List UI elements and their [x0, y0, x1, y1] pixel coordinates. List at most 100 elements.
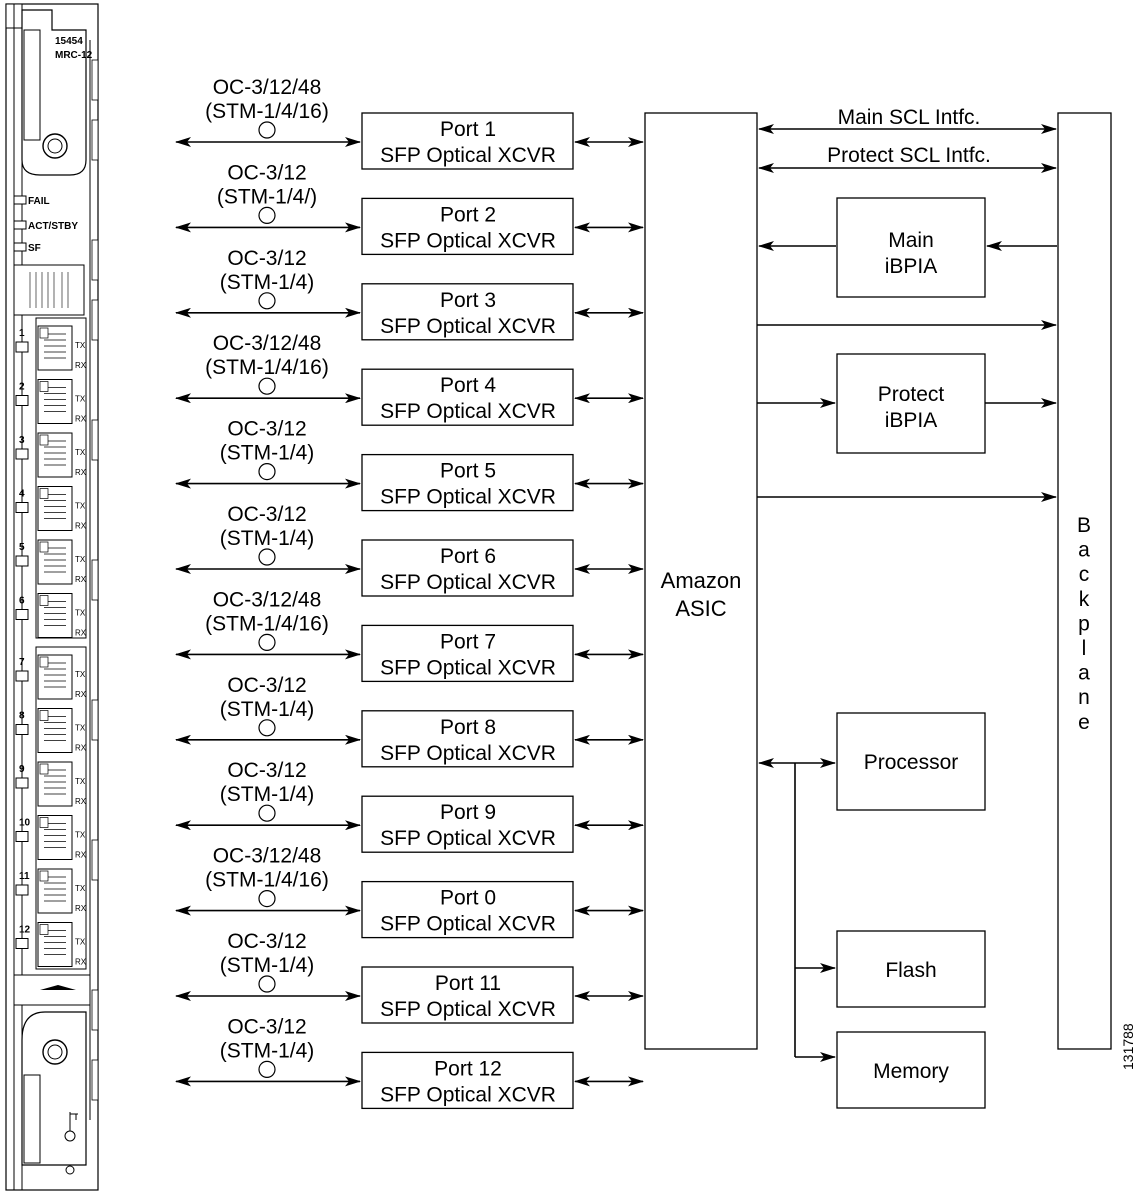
fiber-connector-icon [258, 463, 276, 481]
fiber-connector-icon [258, 292, 276, 310]
port-rate-label: OC-3/12/48 [213, 845, 322, 868]
port-name: Port 7 [440, 630, 496, 653]
led-act-stby: ACT/STBY [13, 220, 78, 232]
rx-label: RX [75, 690, 87, 699]
port-rate-label: OC-3/12 [227, 247, 306, 270]
svg-text:FAIL: FAIL [28, 196, 50, 207]
xcvr-label: SFP Optical XCVR [380, 1083, 556, 1106]
port-rate-label: OC-3/12/48 [213, 588, 322, 611]
port-led [15, 341, 29, 353]
flash-box [836, 930, 986, 1008]
port-name: Port 1 [440, 118, 496, 141]
port-rate-label: OC-3/12/48 [213, 332, 322, 355]
card-model-line2: MRC-12 [55, 50, 93, 61]
port-rate-label: OC-3/12 [227, 503, 306, 526]
key-icon [64, 1112, 78, 1142]
backplane-box [1057, 112, 1112, 1050]
protect-scl-label: Protect SCL Intfc. [827, 144, 991, 167]
tx-label: TX [75, 938, 86, 947]
port-led [15, 831, 29, 842]
rx-label: RX [75, 797, 87, 806]
figure-number: 131788 [1120, 1023, 1136, 1070]
main-ibpia-box [836, 197, 986, 298]
card-port-number: 5 [19, 542, 25, 553]
backplane-letter: c [1079, 563, 1090, 586]
port-stm-label: (STM-1/4) [220, 698, 315, 721]
xcvr-label: SFP Optical XCVR [380, 400, 556, 423]
xcvr-label: SFP Optical XCVR [380, 571, 556, 594]
port-led [15, 884, 29, 896]
port-stm-label: (STM-1/4) [220, 954, 315, 977]
xcvr-label: SFP Optical XCVR [380, 144, 556, 167]
tx-label: TX [75, 395, 86, 404]
port-stm-label: (STM-1/4) [220, 527, 315, 550]
rx-label: RX [75, 904, 87, 913]
card-port-number: 11 [19, 871, 30, 882]
port-stm-label: (STM-1/4/16) [205, 100, 329, 123]
port-name: Port 5 [440, 460, 496, 483]
asic-label-line2: ASIC [675, 596, 726, 621]
sfp-xcvr-box [361, 880, 574, 939]
port-led [15, 448, 29, 460]
port-name: Port 0 [440, 887, 496, 910]
xcvr-label: SFP Optical XCVR [380, 315, 556, 338]
backplane-letter: a [1078, 662, 1090, 685]
tx-label: TX [75, 341, 86, 350]
backplane-letter: p [1078, 612, 1090, 635]
port-led [15, 724, 29, 735]
port-stm-label: (STM-1/4) [220, 783, 315, 806]
main-scl-label: Main SCL Intfc. [838, 106, 981, 129]
fiber-connector-icon [258, 719, 276, 737]
sfp-xcvr-box [361, 112, 574, 170]
card-port-number: 4 [19, 489, 25, 500]
card-port-number: 7 [19, 657, 25, 668]
sfp-xcvr-box [361, 539, 574, 597]
fiber-connector-icon [258, 804, 276, 822]
sfp-xcvr-box [361, 453, 574, 512]
port-name: Port 3 [440, 289, 496, 312]
xcvr-label: SFP Optical XCVR [380, 486, 556, 509]
backplane-letter: e [1078, 711, 1090, 734]
sfp-xcvr-box [361, 283, 574, 341]
tx-label: TX [75, 777, 86, 786]
sfp-xcvr-box [361, 795, 574, 853]
port-name: Port 11 [435, 972, 501, 995]
sfp-xcvr-box [361, 966, 574, 1024]
port-led [15, 395, 29, 406]
port-rate-label: OC-3/12/48 [213, 76, 322, 99]
memory-label: Memory [873, 1060, 949, 1083]
tx-label: TX [75, 502, 86, 511]
port-stm-label: (STM-1/4/16) [205, 869, 329, 892]
port-rate-label: OC-3/12 [227, 930, 306, 953]
processor-box [836, 712, 986, 811]
memory-box [836, 1031, 986, 1109]
card-faceplate: 15454 MRC-12 FAIL ACT/STBY SF 1TXRX2TXRX… [5, 3, 99, 1191]
grounding-hole-icon [65, 1165, 75, 1175]
sfp-xcvr-box [361, 368, 574, 426]
rx-label: RX [75, 361, 87, 370]
xcvr-label: SFP Optical XCVR [380, 656, 556, 679]
sfp-cage[interactable] [37, 486, 73, 531]
rx-label: RX [75, 415, 87, 424]
